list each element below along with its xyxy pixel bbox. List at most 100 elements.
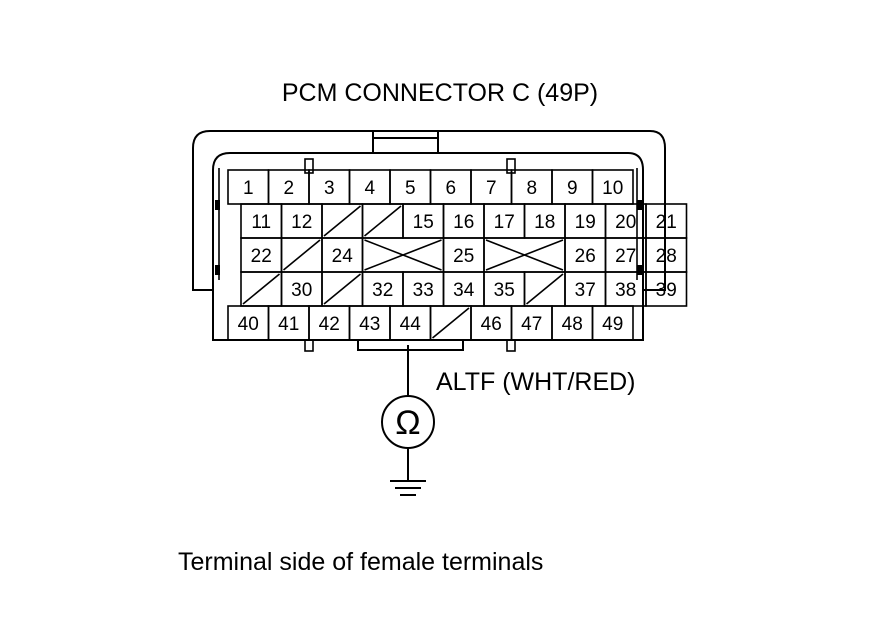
terminal-label: 18 (534, 212, 555, 233)
terminal-48: 48 (551, 305, 594, 341)
terminal-47: 47 (510, 305, 553, 341)
terminal-label: 33 (413, 280, 434, 301)
terminal-label: 8 (526, 178, 537, 199)
terminal-11: 11 (240, 203, 283, 239)
housing-outer (192, 130, 666, 291)
ground-icon (390, 480, 426, 496)
key-tab-bottom-left (304, 339, 314, 352)
terminal-49: 49 (591, 305, 634, 341)
terminal-4: 4 (348, 169, 391, 205)
terminal-10: 10 (591, 169, 634, 205)
terminal-label: 22 (251, 246, 272, 267)
terminal-8: 8 (510, 169, 553, 205)
terminal-1: 1 (227, 169, 270, 205)
terminal-unused (240, 271, 283, 307)
terminal-30: 30 (280, 271, 323, 307)
terminal-label: 49 (602, 314, 623, 335)
terminal-label: 20 (615, 212, 636, 233)
terminal-3: 3 (308, 169, 351, 205)
terminal-2: 2 (267, 169, 310, 205)
terminal-unused (280, 237, 323, 273)
terminal-label: 28 (656, 246, 677, 267)
terminal-label: 6 (445, 178, 456, 199)
terminal-43: 43 (348, 305, 391, 341)
terminal-label: 44 (400, 314, 422, 335)
connector-housing (192, 130, 666, 352)
terminal-unused (483, 237, 566, 273)
terminal-unused (321, 271, 364, 307)
side-notch-right-top (637, 200, 642, 210)
terminal-label: 47 (521, 314, 542, 335)
terminal-38: 38 (604, 271, 647, 307)
terminal-32: 32 (361, 271, 404, 307)
terminal-label: 5 (405, 178, 416, 199)
terminal-label: 21 (656, 212, 677, 233)
terminal-44: 44 (389, 305, 432, 341)
terminal-39: 39 (645, 271, 688, 307)
terminal-unused (523, 271, 566, 307)
terminal-21: 21 (645, 203, 688, 239)
diagram-title: PCM CONNECTOR C (49P) (282, 79, 598, 107)
terminal-label: 48 (562, 314, 583, 335)
side-notch-left-bottom (215, 265, 220, 275)
terminal-label: 42 (319, 314, 340, 335)
terminal-46: 46 (470, 305, 513, 341)
terminal-34: 34 (442, 271, 485, 307)
terminal-label: 30 (291, 280, 312, 301)
terminal-label: 11 (251, 212, 271, 233)
terminal-label: 15 (413, 212, 434, 233)
terminal-16: 16 (442, 203, 485, 239)
terminal-24: 24 (321, 237, 364, 273)
terminal-label: 3 (324, 178, 335, 199)
diagram-caption: Terminal side of female terminals (178, 548, 543, 576)
terminal-label: 34 (453, 280, 475, 301)
side-notch-right-bottom (637, 265, 642, 275)
terminal-19: 19 (564, 203, 607, 239)
terminal-5: 5 (389, 169, 432, 205)
terminal-unused (361, 237, 445, 273)
housing-latch (372, 130, 439, 154)
terminal-label: 37 (575, 280, 596, 301)
key-tab-bottom-right (506, 339, 516, 352)
terminal-41: 41 (267, 305, 310, 341)
terminal-label: 10 (602, 178, 623, 199)
terminal-37: 37 (564, 271, 607, 307)
terminal-label: 19 (575, 212, 596, 233)
terminal-9: 9 (551, 169, 594, 205)
terminal-label: 27 (615, 246, 636, 267)
terminal-label: 12 (291, 212, 312, 233)
terminal-42: 42 (308, 305, 351, 341)
terminal-28: 28 (645, 237, 688, 273)
terminal-label: 2 (283, 178, 294, 199)
terminal-label: 46 (481, 314, 502, 335)
ohm-symbol: Ω (395, 404, 420, 442)
side-notch-left-top (215, 200, 220, 210)
terminal-label: 40 (238, 314, 259, 335)
terminal-26: 26 (564, 237, 607, 273)
terminal-22: 22 (240, 237, 283, 273)
terminal-12: 12 (280, 203, 323, 239)
terminal-label: 41 (278, 314, 299, 335)
terminal-label: 25 (453, 246, 474, 267)
terminal-label: 17 (494, 212, 515, 233)
terminal-6: 6 (429, 169, 472, 205)
terminal-15: 15 (402, 203, 445, 239)
terminal-unused (321, 203, 364, 239)
terminal-label: 16 (453, 212, 474, 233)
terminal-25: 25 (442, 237, 485, 273)
terminal-33: 33 (402, 271, 445, 307)
terminal-label: 26 (575, 246, 596, 267)
ohmmeter-circuit: Ω (381, 345, 435, 496)
terminal-label: 43 (359, 314, 380, 335)
terminal-unused (429, 305, 472, 341)
housing-inner (212, 152, 644, 341)
terminal-label: 38 (615, 280, 636, 301)
terminal-label: 7 (486, 178, 497, 199)
terminal-40: 40 (227, 305, 270, 341)
terminal-label: 24 (332, 246, 354, 267)
terminal-label: 32 (372, 280, 393, 301)
terminal-label: 9 (567, 178, 578, 199)
